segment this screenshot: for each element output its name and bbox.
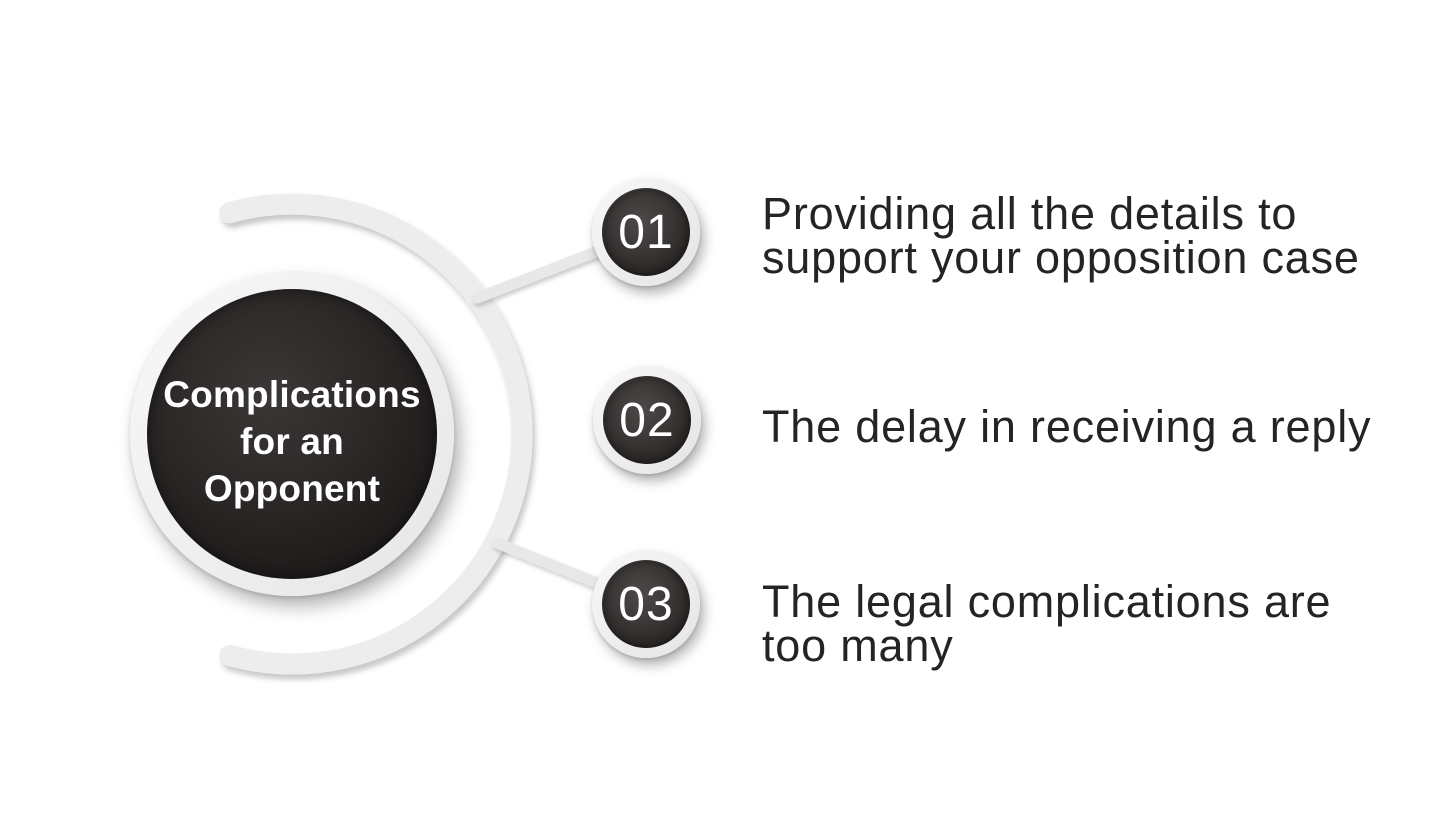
central-circle: Complications for an Opponent xyxy=(130,272,454,596)
step-number-1: 01 xyxy=(618,205,674,259)
step-text-1: Providing all the details to support you… xyxy=(762,188,1360,283)
step-node-1-inner: 01 xyxy=(602,188,690,276)
step-node-2-inner: 02 xyxy=(603,376,691,464)
central-title: Complications for an Opponent xyxy=(163,373,421,509)
step-node-1: 01 xyxy=(592,178,700,286)
central-circle-inner: Complications for an Opponent xyxy=(147,289,437,579)
step-number-2: 02 xyxy=(619,393,675,447)
step-number-3: 03 xyxy=(618,577,674,631)
step-node-3-inner: 03 xyxy=(602,560,690,648)
step-text-3: The legal complications are too many xyxy=(762,576,1332,671)
crescent-arc xyxy=(219,193,533,675)
step-node-3: 03 xyxy=(592,550,700,658)
step-node-2: 02 xyxy=(593,366,701,474)
step-text-2: The delay in receiving a reply xyxy=(762,401,1372,452)
